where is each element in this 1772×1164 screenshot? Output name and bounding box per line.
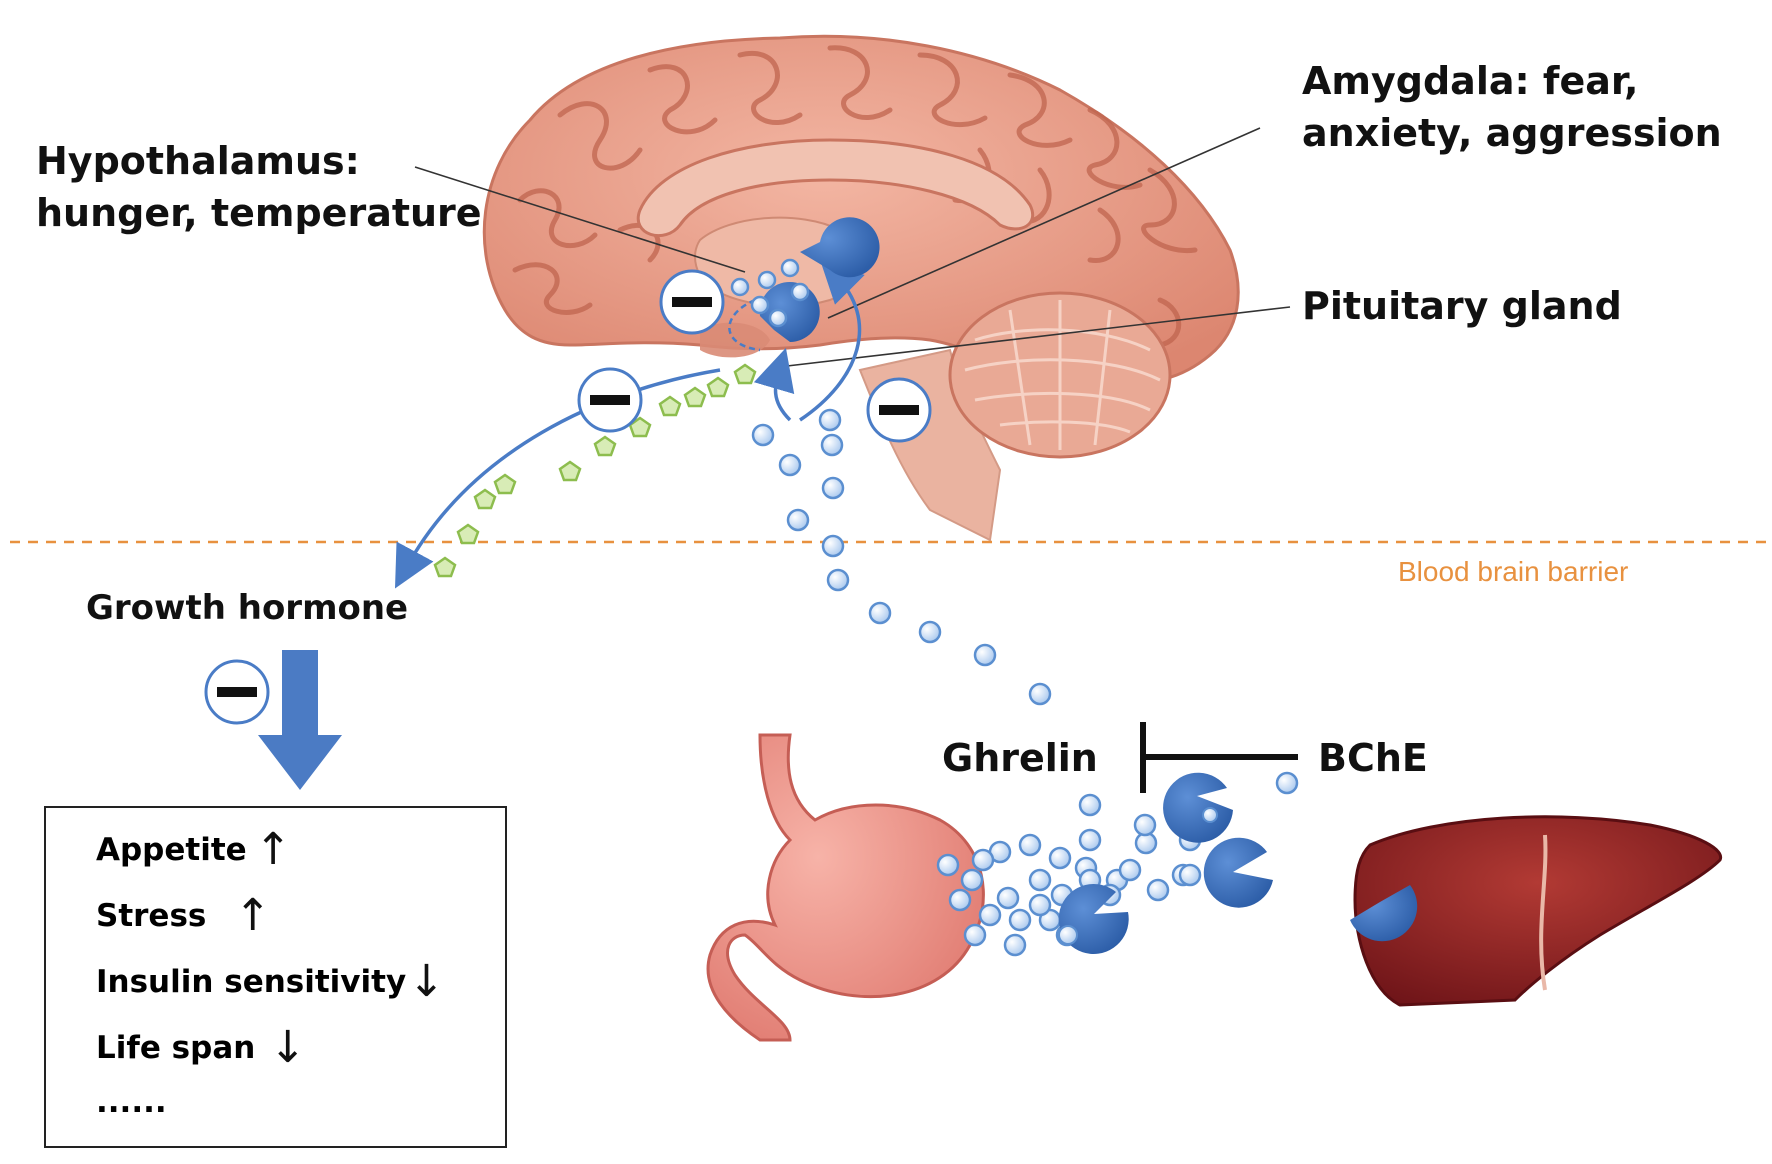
up-arrow-icon: ↑ [234,890,272,941]
corpus-callosum [636,138,1035,238]
signal-arrows [394,260,865,589]
effect-row-ellipsis: ...... [96,1082,167,1122]
leader-lines [414,127,1291,369]
ghrelin-molecules-stomach [936,771,1299,957]
blood-brain-barrier-label: Blood brain barrier [1398,556,1629,587]
inhibition-minus-icon [204,659,270,725]
effect-row-life-span: Life span ↓ [96,1026,306,1070]
hypothalamus-leader [414,166,746,273]
effect-row-appetite: Appetite ↑ [96,828,292,872]
hypothalamus-label-line2: hunger, temperature [36,191,482,235]
effect-label: Appetite [96,832,247,868]
brain-illustration [482,34,1240,542]
bche-enzyme-icon [1203,837,1273,908]
bche-enzyme-icon [1350,885,1418,942]
down-arrow-icon: ↓ [269,1022,307,1073]
bche-label: BChE [1318,736,1428,780]
hypothalamus-label-line1: Hypothalamus: [36,139,360,183]
ghrelin-to-pituitary-arrow [753,347,795,422]
cerebellum [948,291,1172,459]
bche-enzyme-icon [1163,772,1233,843]
up-arrow-icon: ↑ [254,824,292,875]
inhibition-minus-icon [866,377,932,443]
amygdala-leader [827,127,1261,319]
effect-row-stress: Stress ↑ [96,894,271,938]
effect-row-insulin-sensitivity: Insulin sensitivity ↓ [96,960,445,1004]
amygdala-label: Amygdala: fear, anxiety, aggression [1302,55,1722,159]
ghrelin-label: Ghrelin [942,736,1098,780]
hypothalamus-receptor-icon [800,217,880,278]
inhibition-minus-icon [577,367,643,433]
hypothalamus-loop-arrow [728,298,761,352]
stomach-illustration [706,733,985,1042]
gh-release-arrow [394,368,721,589]
inhibition-t-bar [1140,722,1298,793]
hypothalamus-label: Hypothalamus: hunger, temperature [36,135,482,239]
ghrelin-to-hypothalamus-arrow [799,260,865,422]
growth-hormone-molecules [433,363,757,578]
growth-hormone-effects-box: Appetite ↑ Stress ↑ Insulin sensitivity … [44,806,507,1148]
down-arrow-icon [258,650,342,790]
effect-label: ...... [96,1084,167,1120]
ghrelin-molecules-brain [730,258,1052,706]
inhibition-icons [204,269,932,725]
pituitary-label: Pituitary gland [1302,284,1622,328]
pituitary-leader [769,306,1291,369]
amygdala-label-line1: Amygdala: fear, [1302,59,1639,103]
effect-label: Stress [96,898,207,934]
captured-ghrelin-dots [1058,807,1218,945]
bche-enzymes [1058,772,1418,954]
effect-label: Insulin sensitivity [96,964,407,1000]
effect-label: Life span [96,1030,256,1066]
inhibition-minus-icon [659,269,725,335]
growth-hormone-label: Growth hormone [86,588,409,628]
down-arrow-icon: ↓ [408,956,446,1007]
amygdala-label-line2: anxiety, aggression [1302,111,1722,155]
